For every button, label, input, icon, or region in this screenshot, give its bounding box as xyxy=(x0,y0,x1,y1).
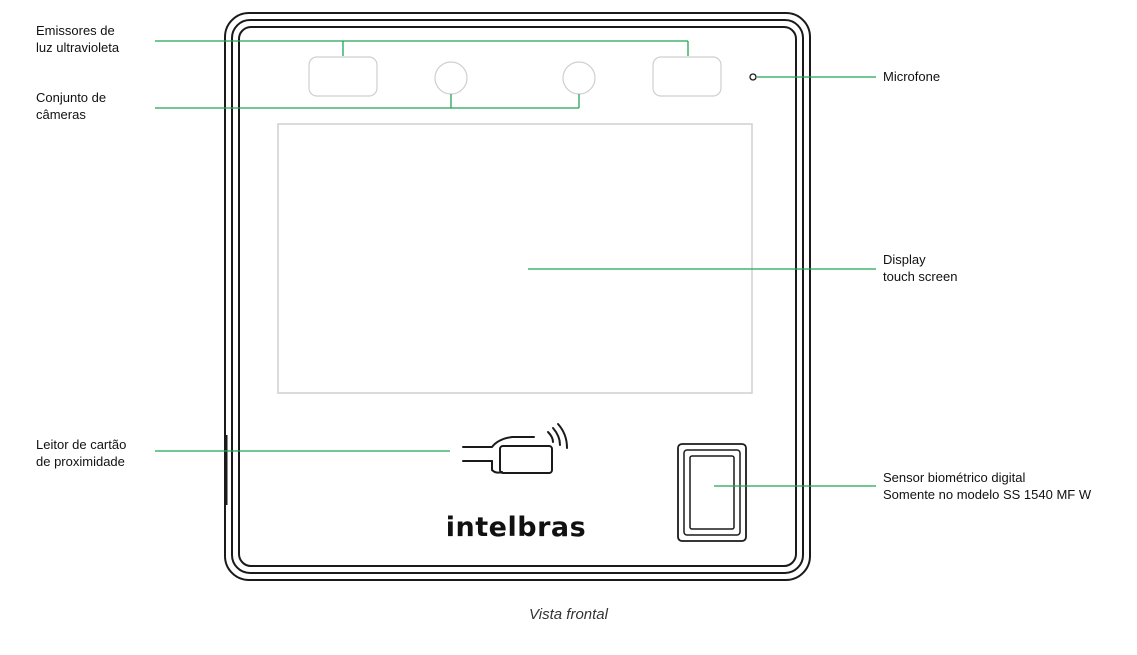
biometric-label: Sensor biométrico digital Somente no mod… xyxy=(883,469,1091,503)
leader-lines xyxy=(155,40,876,487)
card-reader-label: Leitor de cartão de proximidade xyxy=(36,436,126,470)
biometric-label-line2: Somente no modelo SS 1540 MF W xyxy=(883,487,1092,502)
figure-caption: Vista frontal xyxy=(529,606,608,623)
display-label-line1: Display xyxy=(883,252,926,267)
cameras-label-line2: câmeras xyxy=(36,107,86,122)
card-reader-icon xyxy=(462,423,568,474)
fingerprint-sensor-mid xyxy=(683,449,741,536)
uv-emitters-label-line2: luz ultravioleta xyxy=(36,40,120,55)
brand-logo: intelbras xyxy=(446,512,586,543)
microphone-label-text: Microfone xyxy=(883,69,941,84)
device-inner-frame xyxy=(231,19,804,574)
card-reader-label-line2: de proximidade xyxy=(36,454,125,469)
microphone-label: Microfone xyxy=(883,68,940,85)
uv-emitter-left xyxy=(308,56,378,97)
device-face xyxy=(238,26,797,567)
fingerprint-sensor-outer xyxy=(677,443,747,542)
card-reader-label-line1: Leitor de cartão xyxy=(36,437,127,452)
uv-emitters-label: Emissores de luz ultravioleta xyxy=(36,22,119,56)
cameras-label: Conjunto de câmeras xyxy=(36,89,106,123)
fingerprint-sensor-window xyxy=(689,455,735,530)
display-screen xyxy=(277,123,753,394)
display-label-line2: touch screen xyxy=(883,269,958,284)
device-outer-frame xyxy=(224,12,811,581)
display-label: Display touch screen xyxy=(883,251,957,285)
biometric-label-line1: Sensor biométrico digital xyxy=(883,470,1026,485)
cameras-label-line1: Conjunto de xyxy=(36,90,107,105)
microphone-hole xyxy=(749,73,757,81)
uv-emitters-label-line1: Emissores de xyxy=(36,23,115,38)
uv-emitter-right xyxy=(652,56,722,97)
